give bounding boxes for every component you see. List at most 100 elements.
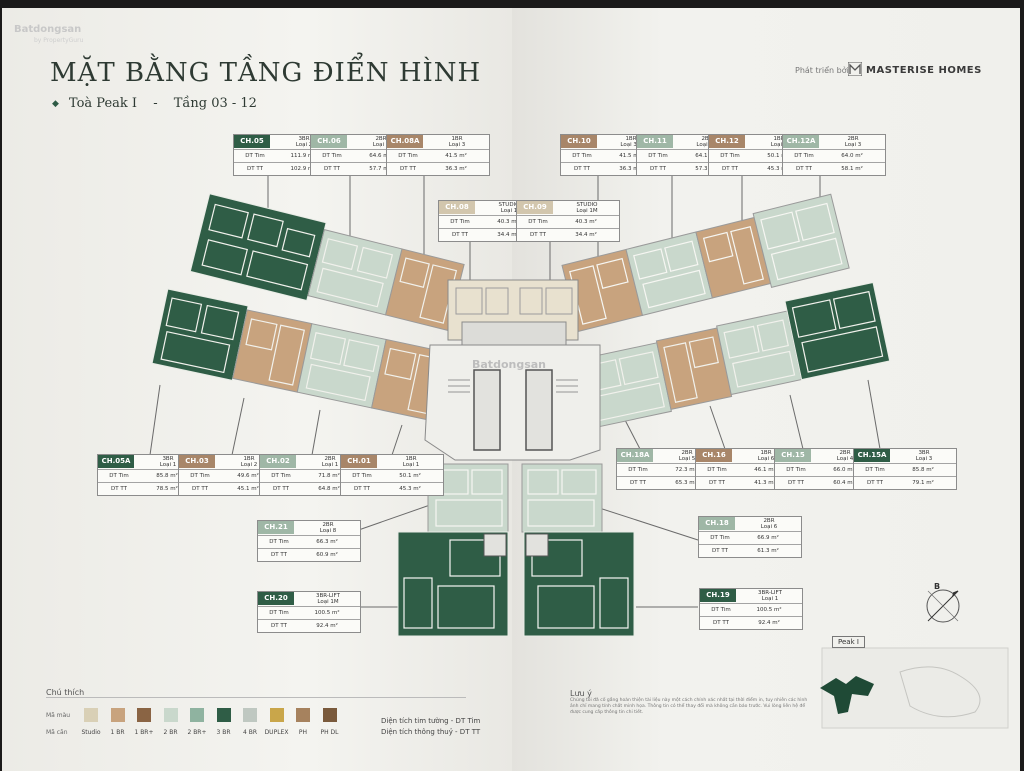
dt-tt-value: 57.3 m² bbox=[695, 166, 717, 172]
unit-code: CH.03 bbox=[179, 455, 215, 468]
legend-swatch bbox=[322, 708, 337, 722]
dt-tim-label: DT Tim bbox=[398, 153, 418, 159]
unit-type: 1BR bbox=[760, 450, 772, 456]
legend-swatch bbox=[296, 708, 310, 722]
watermark-mid: Batdongsan bbox=[472, 358, 547, 371]
legend-swatch-label: PH DL bbox=[320, 729, 339, 736]
wing-lower-left bbox=[151, 288, 454, 423]
unit-type: STUDIO bbox=[576, 202, 598, 208]
dt-tim-label: DT Tim bbox=[450, 219, 470, 225]
unit-loai: Loại 4 bbox=[836, 456, 854, 462]
wing-upper-left bbox=[189, 193, 465, 332]
dt-tim-value: 50.1 m² bbox=[399, 473, 421, 479]
dt-tim-value: 66.9 m² bbox=[757, 535, 779, 541]
unit-type: 2BR bbox=[681, 450, 693, 456]
dt-tt-value: 34.4 m² bbox=[575, 232, 597, 238]
north-compass-icon bbox=[926, 589, 960, 623]
legend-swatch bbox=[84, 708, 98, 722]
unit-code: CH.19 bbox=[700, 589, 736, 602]
legend-swatch bbox=[163, 708, 178, 722]
legend-swatch bbox=[190, 708, 204, 722]
compass-label: B bbox=[934, 582, 941, 591]
unit-loai: Loại 1 bbox=[321, 462, 339, 468]
dt-tim-value: 41.5 m² bbox=[619, 153, 641, 159]
dt-tim-value: 64.1 m² bbox=[695, 153, 717, 159]
dt-tt-label: DT TT bbox=[713, 620, 729, 626]
dt-tim-label: DT Tim bbox=[707, 467, 727, 473]
dt-tim-label: DT Tim bbox=[794, 153, 814, 159]
diamond-icon: ◆ bbox=[52, 98, 59, 109]
dt-tt-label: DT TT bbox=[530, 232, 546, 238]
unit-code: CH.12A bbox=[783, 135, 819, 148]
unit-type: 1BR bbox=[773, 136, 785, 142]
dt-tim-value: 64.0 m² bbox=[841, 153, 863, 159]
unit-loai: Loại 6 bbox=[760, 524, 778, 530]
dt-tt-label: DT TT bbox=[354, 486, 370, 492]
legend-swatch-label: PH bbox=[298, 729, 308, 736]
developer-name: MASTERISE HOMES bbox=[866, 65, 982, 76]
dt-tim-label: DT Tim bbox=[628, 467, 648, 473]
unit-loai: Loại 2M bbox=[696, 142, 718, 148]
dt-tt-label: DT TT bbox=[271, 552, 287, 558]
unit-loai: Loại 2 bbox=[240, 462, 258, 468]
dt-tim-value: 71.8 m² bbox=[318, 473, 340, 479]
unit-loai: Loại 3 bbox=[448, 142, 466, 148]
watermark-subtext: by PropertyGuru bbox=[34, 37, 84, 44]
unit-type: 1BR bbox=[405, 456, 417, 462]
developer-label: Phát triển bởi bbox=[795, 66, 849, 75]
unit-type: 2BR bbox=[322, 522, 334, 528]
unit-type: 2BR bbox=[375, 136, 387, 142]
dt-tt-label: DT TT bbox=[796, 166, 812, 172]
unit-code: CH.08 bbox=[439, 201, 475, 214]
watermark-logo: Batdongsan bbox=[14, 24, 82, 35]
legend-color-label: Mã màu bbox=[46, 712, 71, 719]
dt-tim-label: DT Tim bbox=[245, 153, 265, 159]
legend-swatch-label: 1 BR+ bbox=[134, 729, 154, 736]
subtitle-dash: - bbox=[153, 96, 158, 111]
masterise-logo-icon bbox=[848, 62, 862, 76]
dt-tim-label: DT Tim bbox=[720, 153, 740, 159]
dt-tt-value: 102.9 m² bbox=[290, 166, 316, 172]
legend-swatch-label: 2 BR+ bbox=[187, 729, 207, 736]
dt-tim-label: DT Tim bbox=[648, 153, 668, 159]
unit-code: CH.05A bbox=[98, 455, 134, 468]
dt-tim-label: DT Tim bbox=[865, 467, 885, 473]
dt-tt-value: 41.3 m² bbox=[754, 480, 776, 486]
legend-swatch bbox=[110, 708, 125, 722]
dt-tim-value: 50.1 m² bbox=[767, 153, 789, 159]
unit-code: CH.18A bbox=[617, 449, 653, 462]
dt-tim-label: DT Tim bbox=[711, 607, 731, 613]
building-name: Toà Peak I bbox=[68, 96, 138, 111]
unit-type: 2BR bbox=[763, 518, 775, 524]
unit-code: CH.09 bbox=[517, 201, 553, 214]
legend-swatch bbox=[137, 708, 151, 722]
central-core bbox=[424, 279, 601, 461]
dt-tt-label: DT TT bbox=[273, 486, 289, 492]
tower-south-left bbox=[397, 463, 509, 637]
unit-code: CH.20 bbox=[258, 592, 294, 605]
dt-tt-label: DT TT bbox=[271, 623, 287, 629]
unit-type: 3BR bbox=[918, 450, 930, 456]
legend-swatch bbox=[243, 708, 257, 722]
unit-loai: Loại 1M bbox=[576, 208, 598, 214]
dt-tim-label: DT Tim bbox=[109, 473, 129, 479]
unit-type: 2BR bbox=[847, 136, 859, 142]
unit-code: CH.11 bbox=[637, 135, 673, 148]
unit-code: CH.16 bbox=[696, 449, 732, 462]
legend-swatch bbox=[216, 708, 231, 722]
dt-tt-value: 61.3 m² bbox=[757, 548, 779, 554]
dt-tt-value: 36.3 m² bbox=[619, 166, 641, 172]
wing-lower-right bbox=[577, 281, 891, 429]
dt-tim-label: DT Tim bbox=[710, 535, 730, 541]
unit-loai: Loại 2 bbox=[295, 142, 313, 148]
unit-type: 3BR-LIFT bbox=[758, 590, 782, 596]
dt-tim-label: DT Tim bbox=[190, 473, 210, 479]
dt-tim-label: DT Tim bbox=[786, 467, 806, 473]
unit-type: 3BR-LIFT bbox=[316, 593, 340, 599]
dt-tt-label: DT TT bbox=[574, 166, 590, 172]
unit-loai: Loại 1 bbox=[500, 208, 518, 214]
dt-tim-value: 85.8 m² bbox=[912, 467, 934, 473]
